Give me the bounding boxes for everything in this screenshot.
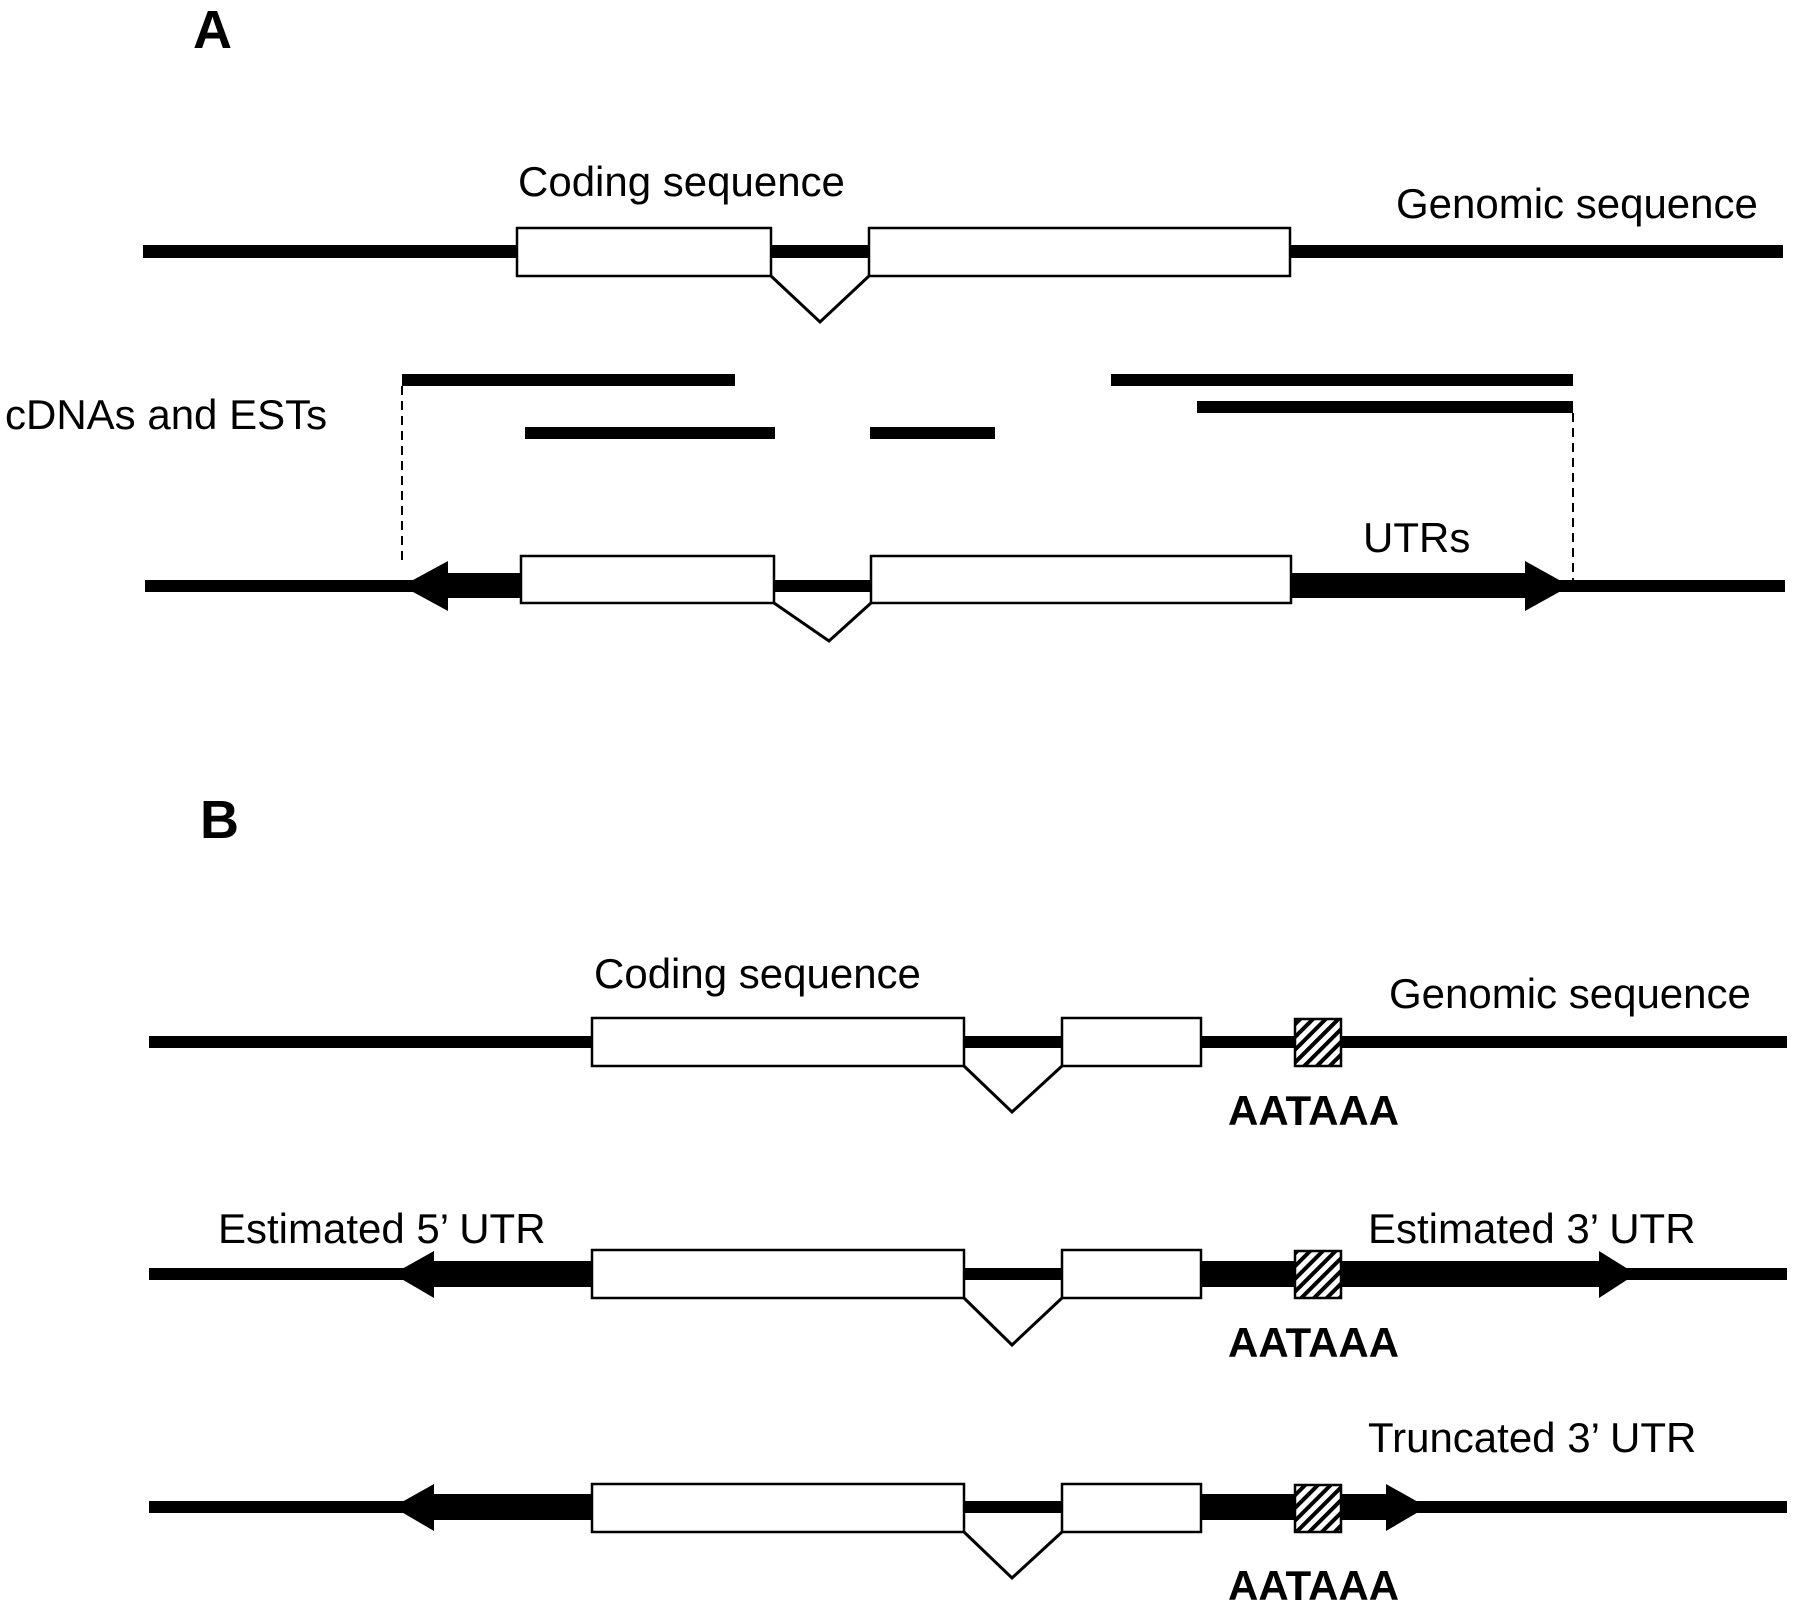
utr-5-bar	[445, 573, 525, 598]
est-bar	[1111, 374, 1573, 386]
est-bar	[525, 427, 775, 439]
intron-splice	[773, 601, 873, 643]
utr-3-bar	[1201, 1261, 1603, 1287]
exon-1	[519, 554, 776, 605]
exon-1	[515, 226, 773, 278]
estimated-3-utr-label: Estimated 3’ UTR	[1368, 1205, 1696, 1252]
genomic-sequence-label: Genomic sequence	[1396, 180, 1758, 227]
exon-2	[1060, 1016, 1203, 1068]
polya-signal-box	[1293, 1483, 1343, 1534]
exon-1	[590, 1482, 966, 1534]
exon-1	[590, 1016, 966, 1068]
est-bar	[870, 427, 995, 439]
est-bar	[402, 374, 735, 386]
panel-a: A Coding sequence Genomic sequence cDNAs…	[5, 0, 1785, 643]
polya-signal-label: AATAAA	[1228, 1562, 1399, 1607]
panel-a-genomic-row: Coding sequence Genomic sequence	[143, 158, 1783, 325]
utr-5-bar	[430, 1494, 595, 1520]
cdnas-ests-label: cDNAs and ESTs	[5, 391, 327, 438]
arrow-right-icon	[1525, 561, 1570, 611]
polya-signal-box	[1293, 1249, 1343, 1300]
exon-1	[590, 1248, 966, 1300]
est-bar	[1197, 401, 1573, 413]
arrow-right-icon	[1386, 1484, 1427, 1531]
genomic-line	[149, 1036, 1787, 1048]
intron-splice	[962, 1064, 1064, 1115]
polya-signal-label: AATAAA	[1228, 1087, 1399, 1134]
truncated-3-utr-label: Truncated 3’ UTR	[1368, 1414, 1696, 1461]
utr-3-bar	[1290, 573, 1530, 598]
exon-2	[1060, 1482, 1203, 1534]
panel-a-transcript-row: UTRs	[145, 514, 1785, 643]
arrow-left-icon	[393, 1484, 434, 1531]
exon-2	[867, 226, 1292, 278]
panel-b: B Coding sequence Genomic sequence AATAA…	[149, 790, 1787, 1607]
panel-a-est-rows: cDNAs and ESTs	[5, 374, 1574, 580]
arrow-right-icon	[1599, 1251, 1636, 1298]
exon-2	[869, 554, 1293, 605]
arrow-left-icon	[402, 561, 448, 611]
polya-signal-box	[1293, 1017, 1343, 1068]
coding-sequence-label: Coding sequence	[518, 158, 845, 205]
utr-5-bar	[430, 1261, 595, 1287]
polya-signal-label: AATAAA	[1228, 1319, 1399, 1366]
panel-a-letter: A	[193, 0, 232, 60]
intron-splice	[962, 1530, 1064, 1581]
panel-b-genomic-row: Coding sequence Genomic sequence AATAAA	[149, 950, 1787, 1134]
panel-b-letter: B	[200, 790, 239, 850]
arrow-left-icon	[393, 1251, 434, 1298]
intron-splice	[769, 274, 871, 325]
genomic-sequence-label: Genomic sequence	[1389, 970, 1751, 1017]
estimated-5-utr-label: Estimated 5’ UTR	[218, 1205, 546, 1252]
panel-b-truncated-row: Truncated 3’ UTR AATAAA	[149, 1414, 1787, 1607]
coding-sequence-label: Coding sequence	[594, 950, 921, 997]
utrs-label: UTRs	[1363, 514, 1470, 561]
panel-b-estimated-row: Estimated 5’ UTR Estimated 3’ UTR AATAAA	[149, 1205, 1787, 1366]
intron-splice	[962, 1296, 1064, 1348]
exon-2	[1060, 1248, 1203, 1300]
